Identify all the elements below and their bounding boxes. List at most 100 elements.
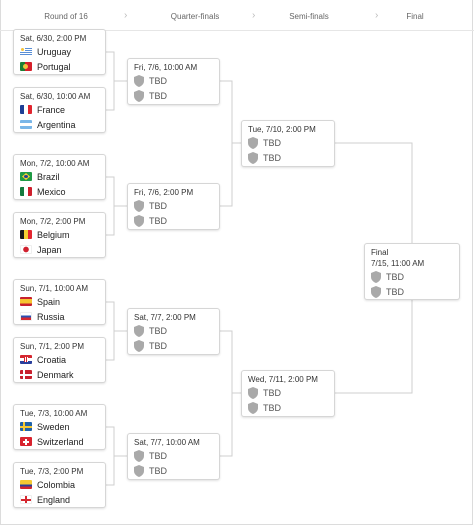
team-row: TBD [248, 135, 328, 150]
team-name: TBD [263, 387, 281, 398]
match-card-r16[interactable]: Sat, 6/30, 10:00 AM France Argentina [13, 87, 106, 133]
match-card-r16[interactable]: Tue, 7/3, 2:00 PM Colombia England [13, 462, 106, 508]
team-row: Portugal [20, 59, 99, 74]
round-label-semi-finals[interactable]: Semi-finals [289, 12, 329, 21]
match-card-r16[interactable]: Mon, 7/2, 2:00 PM Belgium Japan [13, 212, 106, 258]
chevron-right-icon: › [124, 10, 128, 21]
team-name: Belgium [37, 229, 70, 240]
croatia-flag-icon [20, 355, 32, 364]
team-row: France [20, 102, 99, 117]
team-row: TBD [134, 323, 213, 338]
shield-icon [248, 151, 258, 164]
connector-line [220, 330, 233, 457]
match-date: Mon, 7/2, 10:00 AM [20, 159, 90, 168]
team-row: England [20, 492, 99, 507]
round-label-quarter-finals[interactable]: Quarter-finals [170, 12, 220, 21]
match-date: Sat, 7/7, 2:00 PM [134, 313, 196, 322]
sweden-flag-icon [20, 422, 32, 431]
team-name: TBD [149, 75, 167, 86]
shield-icon [134, 199, 144, 212]
match-date: Tue, 7/3, 2:00 PM [20, 467, 84, 476]
uruguay-flag-icon [20, 47, 32, 56]
team-row: Spain [20, 294, 99, 309]
match-date: Tue, 7/3, 10:00 AM [20, 409, 88, 418]
team-row: Denmark [20, 367, 99, 382]
match-date: Sat, 6/30, 10:00 AM [20, 92, 91, 101]
match-date: Tue, 7/10, 2:00 PM [248, 125, 316, 134]
team-name: TBD [149, 90, 167, 101]
argentina-flag-icon [20, 120, 32, 129]
team-name: Switzerland [37, 436, 84, 447]
england-flag-icon [20, 495, 32, 504]
team-row: Brazil [20, 169, 99, 184]
team-name: England [37, 494, 71, 505]
match-card-qf[interactable]: Fri, 7/6, 10:00 AM TBD TBD [127, 58, 220, 105]
round-label-round-of-16[interactable]: Round of 16 [44, 12, 88, 21]
match-card-sf[interactable]: Wed, 7/11, 2:00 PM TBD TBD [241, 370, 335, 417]
match-date: Mon, 7/2, 2:00 PM [20, 217, 86, 226]
connector-line [220, 80, 233, 207]
switzerland-flag-icon [20, 437, 32, 446]
connector-line [106, 176, 115, 236]
team-name: Sweden [37, 421, 70, 432]
team-row: TBD [371, 284, 453, 299]
shield-icon [248, 136, 258, 149]
team-row: TBD [248, 400, 328, 415]
match-date: Fri, 7/6, 10:00 AM [134, 63, 198, 72]
match-card-final[interactable]: Final 7/15, 11:00 AM TBD TBD [364, 243, 460, 300]
team-row: TBD [248, 150, 328, 165]
match-card-r16[interactable]: Sun, 7/1, 2:00 PM Croatia Denmark [13, 337, 106, 383]
team-row: Belgium [20, 227, 99, 242]
team-name: Spain [37, 296, 61, 307]
match-date: Wed, 7/11, 2:00 PM [248, 375, 318, 384]
team-name: TBD [386, 286, 404, 297]
france-flag-icon [20, 105, 32, 114]
shield-icon [134, 449, 144, 462]
team-row: TBD [134, 198, 213, 213]
team-name: Argentina [37, 119, 76, 130]
connector-line [335, 300, 413, 394]
rounds-header: Round of 16 › Quarter-finals › Semi-fina… [0, 0, 474, 31]
team-row: Uruguay [20, 44, 99, 59]
team-row: Russia [20, 309, 99, 324]
team-row: TBD [134, 213, 213, 228]
shield-icon [248, 386, 258, 399]
final-label: Final [371, 248, 389, 257]
team-row: Mexico [20, 184, 99, 199]
match-card-r16[interactable]: Tue, 7/3, 10:00 AM Sweden Switzerland [13, 404, 106, 450]
team-row: TBD [371, 269, 453, 284]
team-name: TBD [149, 215, 167, 226]
match-card-qf[interactable]: Sat, 7/7, 10:00 AM TBD TBD [127, 433, 220, 480]
team-name: Russia [37, 311, 65, 322]
team-row: TBD [248, 385, 328, 400]
team-row: Argentina [20, 117, 99, 132]
match-card-r16[interactable]: Sun, 7/1, 10:00 AM Spain Russia [13, 279, 106, 325]
team-name: Portugal [37, 61, 71, 72]
match-card-r16[interactable]: Mon, 7/2, 10:00 AM Brazil Mexico [13, 154, 106, 200]
connector-line [106, 51, 115, 111]
round-label-final[interactable]: Final [406, 12, 424, 21]
team-name: Uruguay [37, 46, 72, 57]
team-name: TBD [149, 450, 167, 461]
shield-icon [371, 285, 381, 298]
chevron-right-icon: › [252, 10, 256, 21]
team-row: Sweden [20, 419, 99, 434]
match-date: Sat, 6/30, 2:00 PM [20, 34, 87, 43]
match-card-qf[interactable]: Sat, 7/7, 2:00 PM TBD TBD [127, 308, 220, 355]
shield-icon [248, 401, 258, 414]
match-card-qf[interactable]: Fri, 7/6, 2:00 PM TBD TBD [127, 183, 220, 230]
team-row: TBD [134, 338, 213, 353]
match-card-r16[interactable]: Sat, 6/30, 2:00 PM Uruguay Portugal [13, 29, 106, 75]
team-row: Colombia [20, 477, 99, 492]
team-name: Denmark [37, 369, 74, 380]
shield-icon [134, 89, 144, 102]
team-name: TBD [149, 340, 167, 351]
russia-flag-icon [20, 312, 32, 321]
shield-icon [134, 339, 144, 352]
team-row: Switzerland [20, 434, 99, 449]
team-name: France [37, 104, 66, 115]
match-card-sf[interactable]: Tue, 7/10, 2:00 PM TBD TBD [241, 120, 335, 167]
team-row: TBD [134, 73, 213, 88]
